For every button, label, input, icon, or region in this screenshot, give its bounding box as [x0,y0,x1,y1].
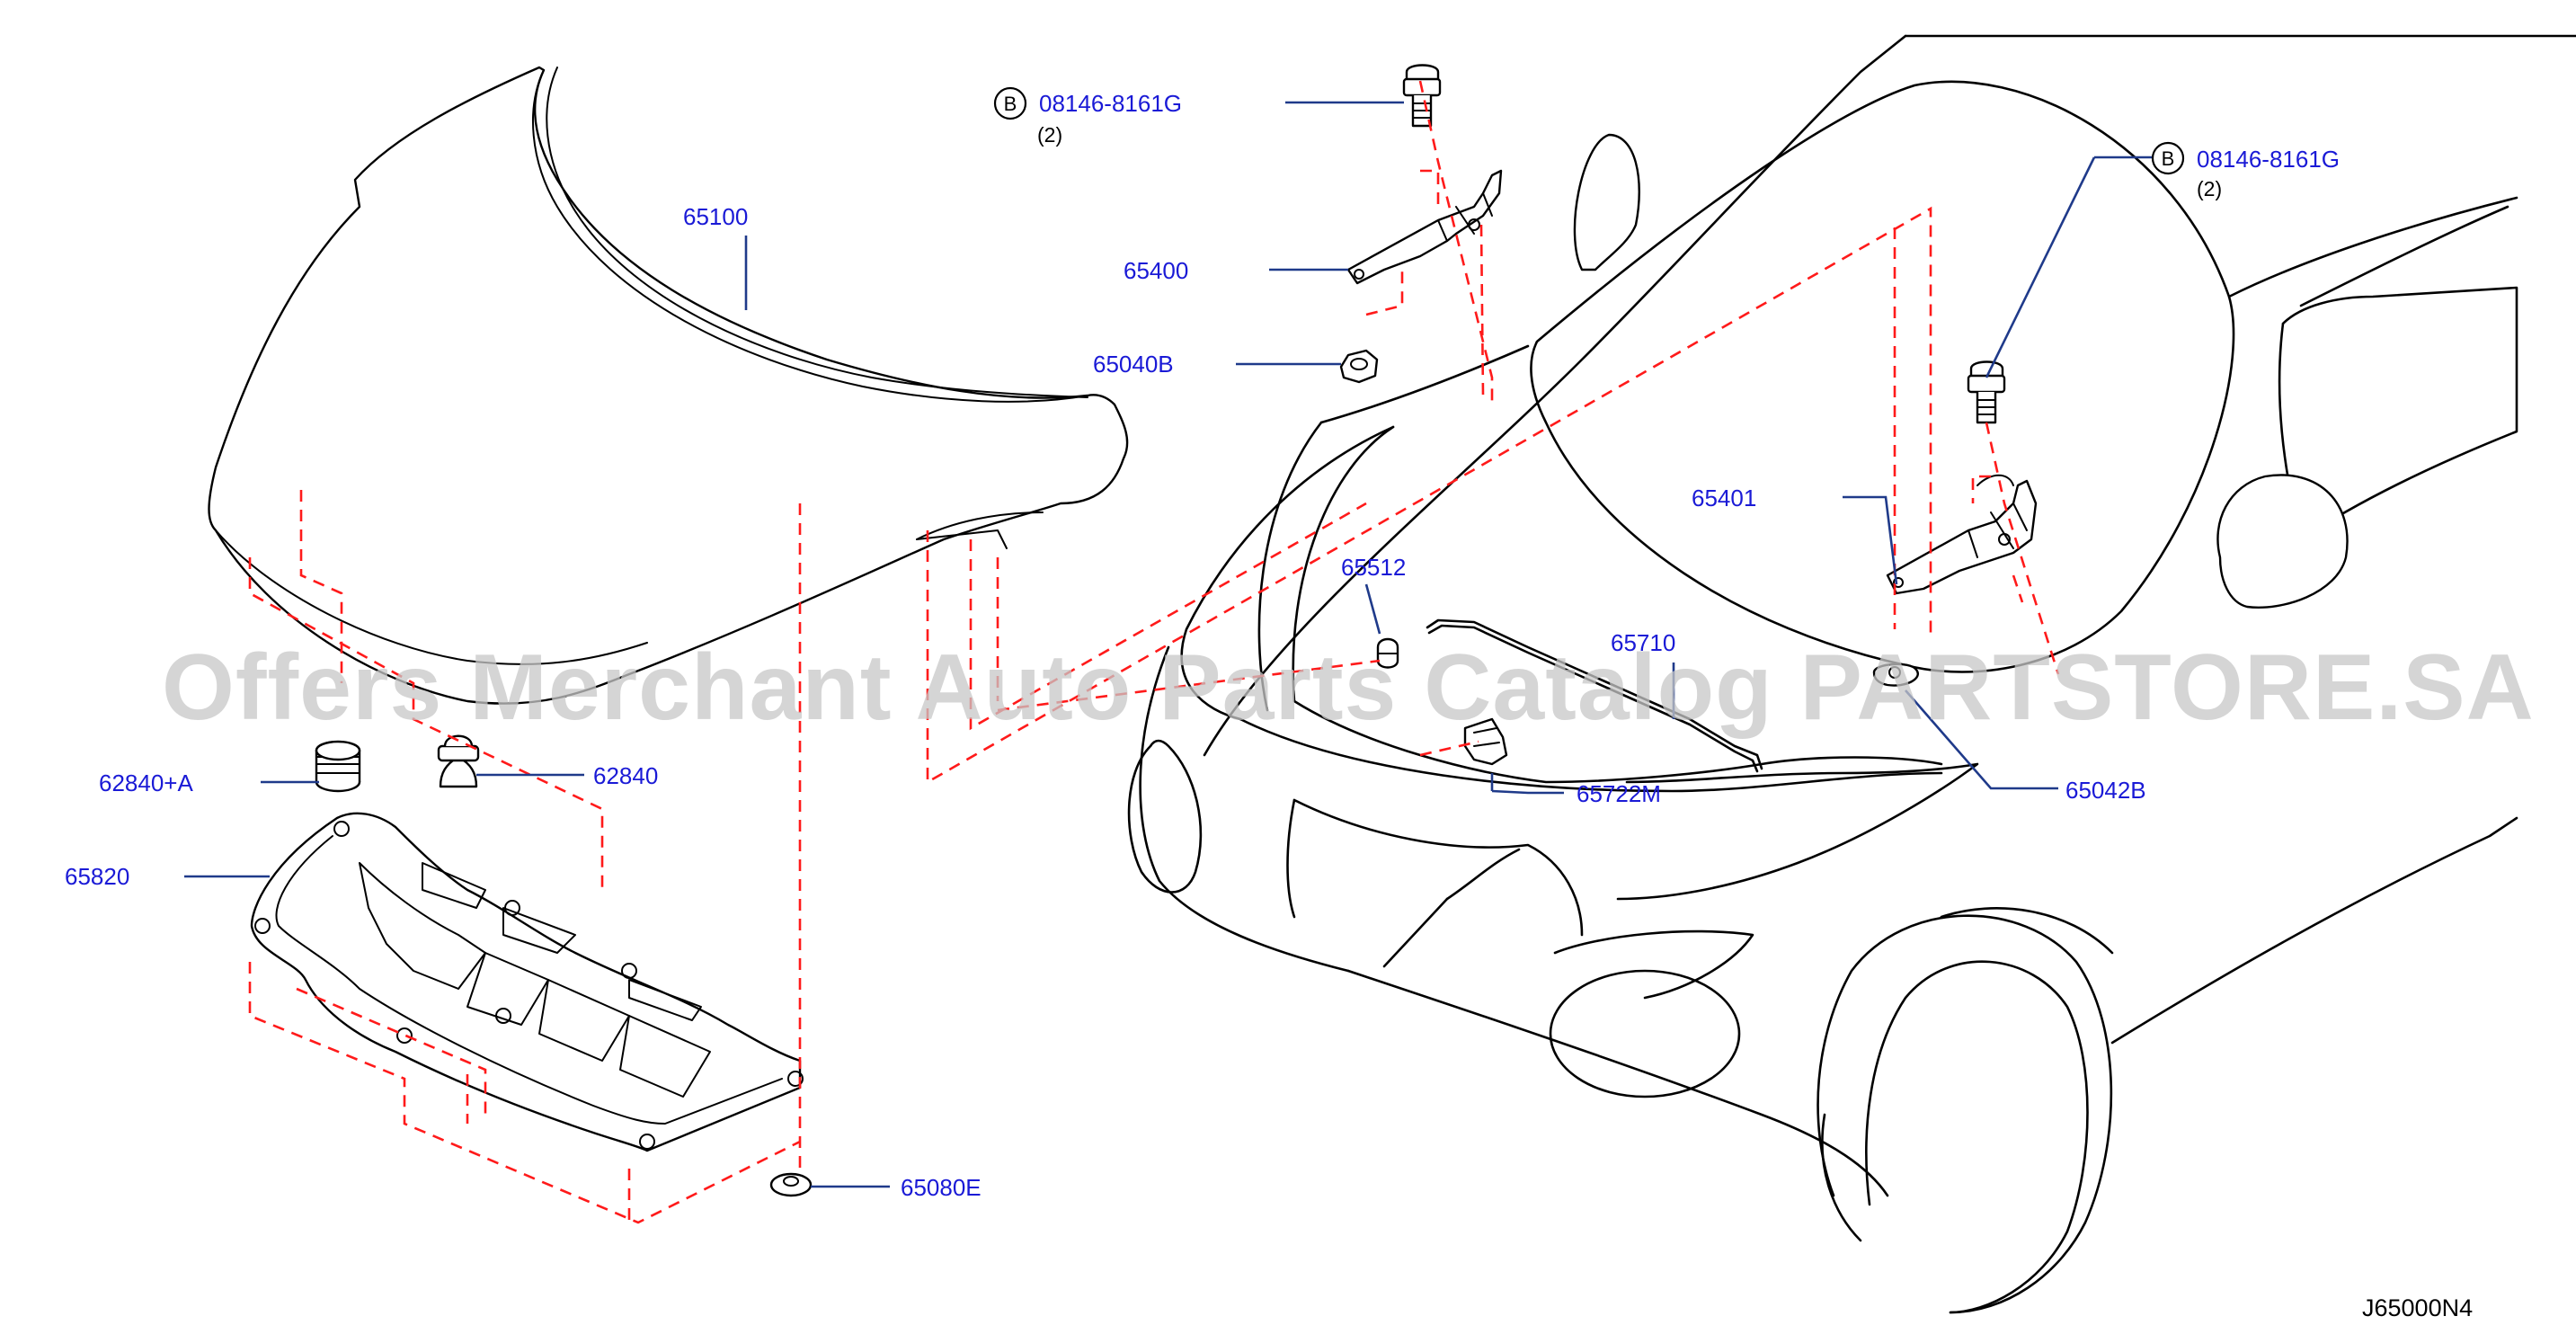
nut-65040b [1339,349,1379,384]
label-65401[interactable]: 65401 [1692,485,1756,511]
bumper-62840-plus-a [315,740,361,793]
hinge-65400 [1346,169,1503,285]
label-65710[interactable]: 65710 [1611,629,1675,656]
qty-bolt-left: (2) [1037,123,1062,147]
hood-panel-65100 [208,66,1129,705]
rod-clip-65722m [1463,717,1508,766]
label-62840[interactable]: 62840 [593,762,658,789]
label-65040b[interactable]: 65040B [1093,351,1174,378]
reference-marker-left: B [993,86,1027,120]
hinge-65401 [1886,474,2038,595]
diagram-code: J65000N4 [2362,1294,2473,1321]
clip-65080e [769,1172,813,1197]
qty-bolt-right: (2) [2197,177,2222,200]
watermark-text: Offers Merchant Auto Parts Catalog PARTS… [162,636,2535,740]
bumper-62840 [437,734,480,788]
label-65042b[interactable]: 65042B [2065,777,2146,804]
label-bolt-left[interactable]: 08146-8161G [1039,90,1182,117]
bolt-08146-8161g-left [1402,64,1442,128]
ref-b-left: B [1004,93,1017,115]
hood-prop-rod-65710 [1426,618,1763,773]
hood-lock-65042b [1872,663,1919,687]
label-65080e[interactable]: 65080E [901,1174,982,1201]
label-62840-plus-a[interactable]: 62840+A [99,769,193,796]
reference-marker-right: B [2151,141,2185,175]
ref-b-right: B [2162,147,2175,170]
stopper-65512 [1376,637,1399,669]
label-65512[interactable]: 65512 [1341,554,1406,581]
leader-lines [184,101,2153,1188]
hood-insulator-65820 [250,812,804,1152]
label-65100[interactable]: 65100 [683,203,748,230]
label-65820[interactable]: 65820 [65,863,129,890]
vehicle-front-outline [1127,34,2576,1314]
assembly-guide-lines [248,80,2060,1224]
bolt-08146-8161g-right [1967,360,2006,424]
label-65722m[interactable]: 65722M [1577,780,1661,807]
label-65400[interactable]: 65400 [1124,257,1188,284]
label-bolt-right[interactable]: 08146-8161G [2197,146,2340,173]
